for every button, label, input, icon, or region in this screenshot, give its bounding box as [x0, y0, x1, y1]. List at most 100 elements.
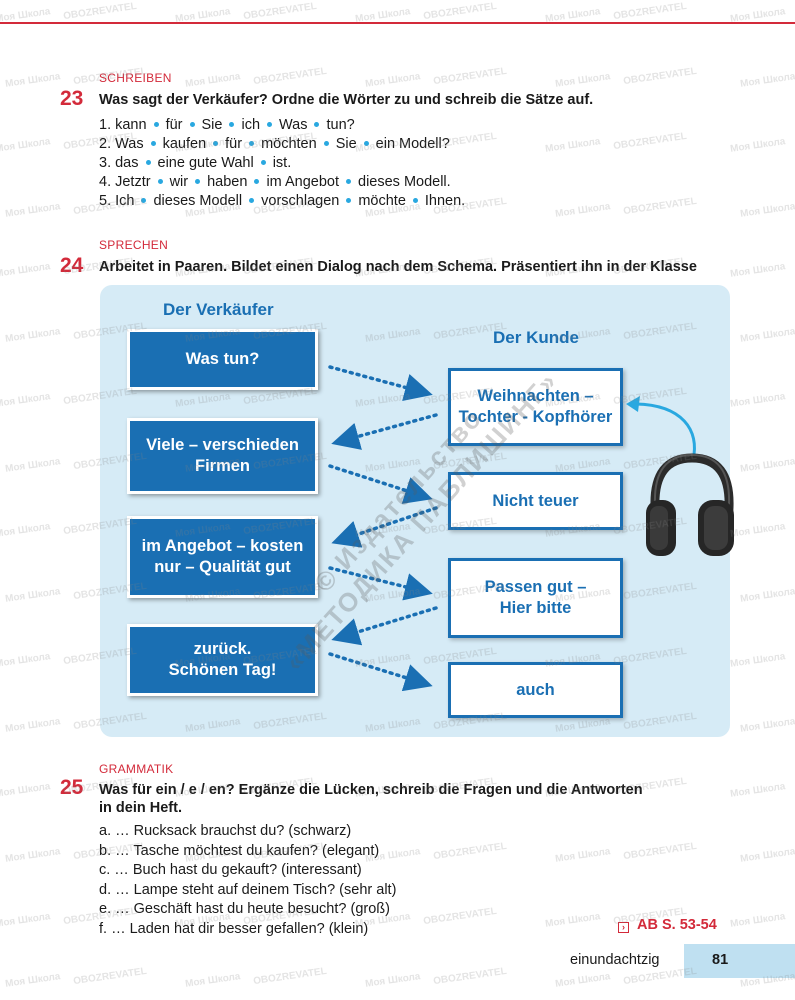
section-label-grammatik: GRAMMATIK — [99, 762, 174, 776]
customer-box-1: Weihnachten – Tochter - Kopfhörer — [448, 368, 623, 446]
arrow-customer2-to-seller3 — [331, 506, 438, 548]
word-line-5: 5. Ich dieses Modell vorschlagen möchte Ihne… — [99, 192, 465, 211]
headphones-icon — [646, 453, 734, 556]
word-item: dieses Modell. — [358, 174, 451, 190]
seller-box-1: Was tun? — [127, 329, 318, 390]
word-line-2: 2. Was kaufen für möchten Sie ein Modell? — [99, 135, 465, 154]
bullet-dot-icon — [229, 121, 235, 127]
seller-box-4: zurück. Schönen Tag! — [127, 624, 318, 696]
word-item: ich — [241, 117, 261, 133]
exercise-number-25: 25 — [60, 776, 84, 799]
bullet-dot-icon — [153, 121, 159, 127]
page-number-word: einundachtzig — [570, 952, 660, 968]
word-item: 3. das — [99, 155, 139, 171]
bullet-dot-icon — [267, 121, 273, 127]
question-line-d: d. … Lampe steht auf deinem Tisch? (sehr… — [99, 881, 397, 898]
customer-box-3: Passen gut – Hier bitte — [448, 558, 623, 638]
top-rule — [0, 22, 795, 24]
word-item: wir — [169, 174, 189, 190]
seller-box-2: Viele – verschieden Firmen — [127, 418, 318, 494]
bullet-dot-icon — [145, 159, 151, 165]
bullet-dot-icon — [141, 197, 147, 203]
word-item: im Angebot — [266, 174, 339, 190]
word-item: möchten — [261, 136, 317, 152]
section-label-sprechen: SPRECHEN — [99, 238, 169, 252]
arrow-box-icon: › — [618, 922, 629, 933]
question-line-a: a. … Rucksack brauchst du? (schwarz) — [99, 823, 352, 839]
word-item: 5. Ich — [99, 193, 135, 209]
seller-box-3-text: im Angebot – kosten nur – Qualität gut — [141, 537, 304, 576]
bullet-dot-icon — [254, 178, 260, 184]
word-line-3: 3. das eine gute Wahl ist. — [99, 154, 465, 173]
word-item: ist. — [272, 155, 292, 171]
bullet-dot-icon — [249, 197, 255, 203]
bullet-dot-icon — [346, 178, 351, 184]
question-line-c: c. … Buch hast du gekauft? (interessant) — [99, 862, 362, 878]
page-number-box — [684, 944, 795, 978]
bullet-dot-icon — [189, 121, 195, 127]
seller-box-2-text: Viele – verschieden Firmen — [146, 436, 299, 475]
question-line-b: b. … Tasche möchtest du kaufen? (elegant… — [99, 842, 380, 859]
word-item: tun? — [326, 117, 355, 133]
bullet-dot-icon — [412, 197, 418, 203]
bullet-dot-icon — [195, 178, 201, 184]
arrow-seller1-to-customer1 — [328, 365, 433, 402]
arrow-seller3-to-customer3 — [328, 566, 433, 601]
bullet-dot-icon — [150, 140, 156, 146]
word-item: Was — [279, 117, 308, 133]
word-item: haben — [207, 174, 248, 190]
arrow-seller2-to-customer2 — [328, 464, 433, 504]
arrow-customer3-to-seller4 — [331, 606, 438, 646]
seller-box-1-text: Was tun? — [185, 350, 260, 368]
question-line-e: e. … Geschäft hast du heute besucht? (gr… — [99, 901, 390, 917]
seller-box-4-text: zurück. Schönen Tag! — [168, 640, 277, 679]
bullet-dot-icon — [249, 140, 255, 146]
customer-box-2: Nicht teuer — [448, 472, 623, 530]
word-item: 2. Was — [99, 136, 144, 152]
bullet-dot-icon — [323, 140, 329, 146]
customer-column-title: Der Kunde — [493, 328, 579, 347]
bullet-dot-icon — [157, 178, 163, 184]
exercise-number-23: 23 — [60, 87, 84, 110]
exercise-25-question-list: a. … Rucksack brauchst du? (schwarz) b. …… — [99, 822, 396, 939]
section-label-schreiben: SCHREIBEN — [99, 71, 172, 85]
customer-box-3-text: Passen gut – Hier bitte — [484, 578, 587, 617]
bullet-dot-icon — [213, 140, 219, 146]
bullet-dot-icon — [260, 159, 266, 165]
word-item: Sie — [201, 117, 223, 133]
word-item: Ihnen. — [424, 193, 466, 209]
headphones-link-arrow — [635, 402, 696, 461]
customer-box-1-text: Weihnachten – Tochter - Kopfhörer — [458, 387, 613, 426]
word-item: 4. Jetztr — [99, 174, 151, 190]
word-line-4: 4. Jetztr wir haben im Angebot dieses Modell… — [99, 173, 465, 192]
exercise-23-instruction: Was sagt der Verkäufer? Ordne die Wörter… — [99, 92, 594, 108]
word-item: ein Modell? — [375, 136, 450, 152]
exercise-25-instruction-line1: Was für ein / e / en? Ergänze die Lücken… — [99, 782, 643, 798]
seller-column-title: Der Verkäufer — [163, 300, 274, 319]
page-number: 81 — [712, 952, 729, 968]
question-line-f: f. … Laden hat dir besser gefallen? (kle… — [99, 920, 369, 937]
headphones-link-arrowhead — [626, 396, 640, 412]
seller-box-3: im Angebot – kosten nur – Qualität gut — [127, 516, 318, 598]
word-item: kaufen — [162, 136, 207, 152]
exercise-25-instruction-line2: in dein Heft. — [99, 800, 182, 816]
word-item: für — [225, 136, 243, 152]
bullet-dot-icon — [346, 197, 352, 203]
word-item: dieses Modell — [153, 193, 243, 209]
arrow-customer1-to-seller2 — [331, 413, 438, 450]
workbook-reference-text: AB S. 53-54 — [637, 917, 717, 933]
exercise-number-24: 24 — [60, 254, 84, 277]
bullet-dot-icon — [314, 121, 320, 127]
exercise-24-instruction: Arbeitet in Paaren. Bildet einen Dialog … — [99, 259, 697, 275]
word-item: Sie — [335, 136, 357, 152]
bullet-dot-icon — [363, 140, 369, 146]
word-item: eine gute Wahl — [157, 155, 254, 171]
word-item: vorschlagen — [261, 193, 340, 209]
customer-box-2-text: Nicht teuer — [492, 491, 579, 510]
workbook-reference: › AB S. 53-54 — [618, 917, 717, 933]
customer-box-4: auch — [448, 662, 623, 718]
word-item: möchte — [358, 193, 406, 209]
